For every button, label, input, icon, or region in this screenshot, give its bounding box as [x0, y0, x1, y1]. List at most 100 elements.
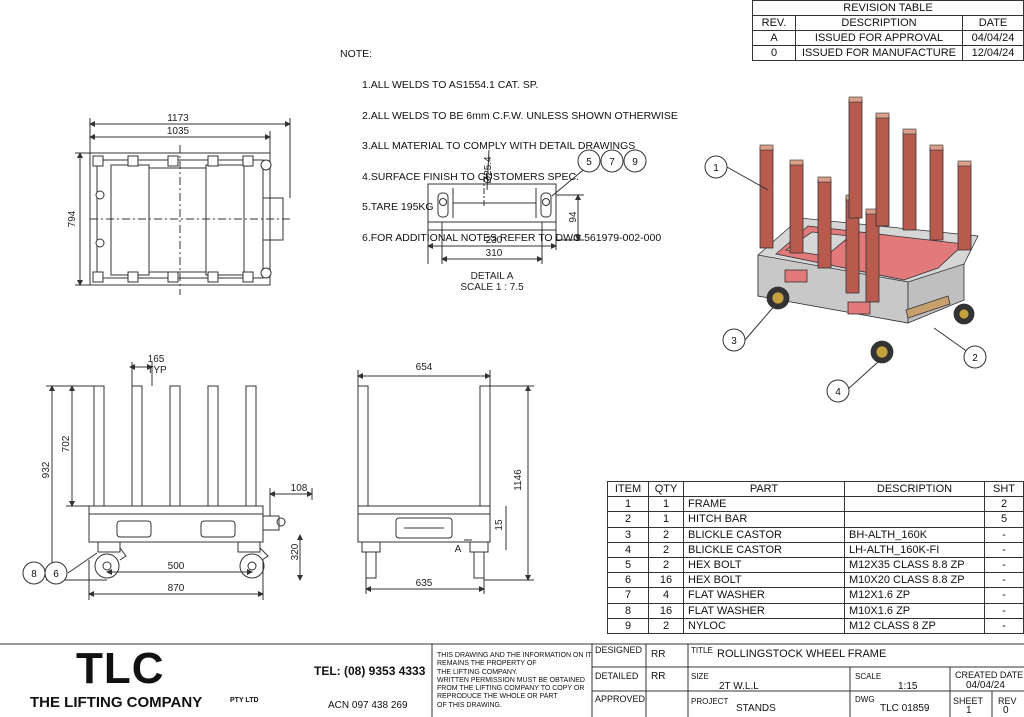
bom-header-item: ITEM — [607, 480, 649, 498]
disclaimer-line: WRITTEN PERMISSION MUST BE OBTAINED — [437, 676, 585, 684]
bom-part: NYLOC — [683, 617, 845, 634]
dwg-number: TLC 01859 — [880, 703, 930, 714]
isometric-posts — [759, 96, 972, 303]
balloon-2: 2 — [972, 353, 978, 364]
rev-header-rev: REV. — [752, 15, 796, 31]
dim-hole-dia: Ø25.4 — [483, 156, 494, 184]
detail-a-view — [427, 149, 589, 264]
detail-a-scale: SCALE 1 : 7.5 — [460, 282, 524, 293]
bom-sheet: 5 — [984, 511, 1024, 528]
balloon-9: 9 — [632, 157, 638, 168]
bom-sheet: - — [984, 572, 1024, 589]
balloon-group-5-7-9 — [577, 149, 647, 173]
bom-description: M12 CLASS 8 ZP — [844, 617, 985, 634]
balloon-1: 1 — [713, 163, 719, 174]
note-2: 2.ALL WELDS TO BE 6mm C.F.W. UNLESS SHOW… — [362, 109, 678, 122]
bom-part: FRAME — [683, 496, 845, 513]
bom-sheet: - — [984, 556, 1024, 574]
project-value: STANDS — [736, 703, 776, 714]
detailed-label: DETAILED — [595, 671, 639, 681]
company-name: THE LIFTING COMPANY — [30, 694, 203, 711]
sheet-label: SHEET — [953, 696, 984, 706]
bom-header-description: DESCRIPTION — [844, 480, 985, 498]
dim-detail-outer: 310 — [486, 248, 503, 259]
bom-part: HITCH BAR — [683, 511, 845, 528]
iso-post — [902, 131, 917, 231]
balloon-group-8-6 — [22, 561, 68, 585]
dim-depth: 794 — [67, 210, 78, 227]
iso-post — [759, 147, 774, 249]
dim-end-width-top: 654 — [416, 362, 433, 373]
bom-item: 7 — [607, 587, 649, 604]
dim-inner-width: 1035 — [167, 126, 190, 137]
title-block-frame — [0, 643, 1024, 717]
iso-post-cap — [875, 112, 890, 119]
bom-qty: 1 — [648, 496, 684, 513]
balloon-8: 8 — [31, 569, 37, 580]
bom-header-sht: SHT — [984, 480, 1024, 498]
rev-header-description: DESCRIPTION — [795, 15, 963, 31]
dim-overall-width: 1173 — [167, 113, 189, 124]
bom-part: HEX BOLT — [683, 556, 845, 574]
dim-length: 870 — [168, 583, 185, 594]
bom-item: 8 — [607, 602, 649, 619]
balloon-5: 5 — [586, 157, 592, 168]
balloon-3: 3 — [731, 336, 737, 347]
iso-post-cap — [789, 159, 804, 166]
iso-post — [817, 179, 832, 269]
revision-table: REVISION TABLE REV. DESCRIPTION DATE A I… — [752, 0, 1024, 61]
bom-item: 3 — [607, 526, 649, 543]
bom-description: M10X1.6 ZP — [844, 602, 985, 619]
bom-item: 6 — [607, 572, 649, 589]
bom-item: 2 — [607, 511, 649, 528]
note-3: 3.ALL MATERIAL TO COMPLY WITH DETAIL DRA… — [362, 140, 636, 153]
dim-end-height: 1146 — [513, 469, 524, 491]
revision-row: 0 ISSUED FOR MANUFACTURE 12/04/24 — [752, 45, 1024, 61]
iso-post-cap — [902, 128, 917, 135]
bom-item: 4 — [607, 541, 649, 558]
balloon-7: 7 — [609, 157, 615, 168]
bom-qty: 2 — [648, 526, 684, 543]
company-logo: TLC — [76, 644, 165, 693]
bom-sheet: - — [984, 541, 1024, 558]
iso-post — [957, 163, 972, 251]
rev-cell: A — [752, 30, 796, 46]
bom-header-part: PART — [683, 480, 845, 498]
iso-post-cap — [929, 144, 944, 151]
iso-post-cap — [817, 176, 832, 183]
dim-detail-height: 94 — [568, 211, 579, 223]
company-phone: TEL: (08) 9353 4333 — [314, 664, 426, 678]
balloon-group-iso — [704, 155, 987, 403]
disclaimer-line: FROM THE LIFTING COMPANY TO COPY OR — [437, 685, 585, 693]
dim-wheel-height: 320 — [290, 543, 301, 560]
bom-sheet: - — [984, 602, 1024, 619]
rev-cell: ISSUED FOR MANUFACTURE — [795, 45, 963, 61]
note-1: 1.ALL WELDS TO AS1554.1 CAT. SP. — [362, 79, 539, 92]
bom-qty: 4 — [648, 587, 684, 604]
rev-cell: ISSUED FOR APPROVAL — [795, 30, 963, 46]
drawing-title: ROLLINGSTOCK WHEEL FRAME — [717, 648, 887, 660]
bom-description — [844, 496, 985, 513]
top-view — [75, 118, 291, 295]
iso-post — [875, 115, 890, 227]
scale-value: 1:15 — [898, 681, 918, 692]
balloon-6: 6 — [53, 569, 59, 580]
disclaimer-line: THIS DRAWING AND THE INFORMATION ON IT — [437, 652, 592, 659]
size-label: SIZE — [691, 672, 709, 681]
bom-part: HEX BOLT — [683, 572, 845, 589]
bom-description: LH-ALTH_160K-FI — [844, 541, 985, 558]
bom-sheet: 2 — [984, 496, 1024, 513]
project-label: PROJECT — [691, 697, 729, 706]
dim-post-spacing: 165 — [148, 354, 165, 365]
detail-a-label: DETAIL A — [471, 271, 514, 282]
note-4: 4.SURFACE FINISH TO CUSTOMERS SPEC. — [362, 170, 580, 183]
bom-item: 5 — [607, 556, 649, 574]
dim-detail-inner: 230 — [486, 235, 503, 246]
iso-post-cap — [759, 144, 774, 151]
